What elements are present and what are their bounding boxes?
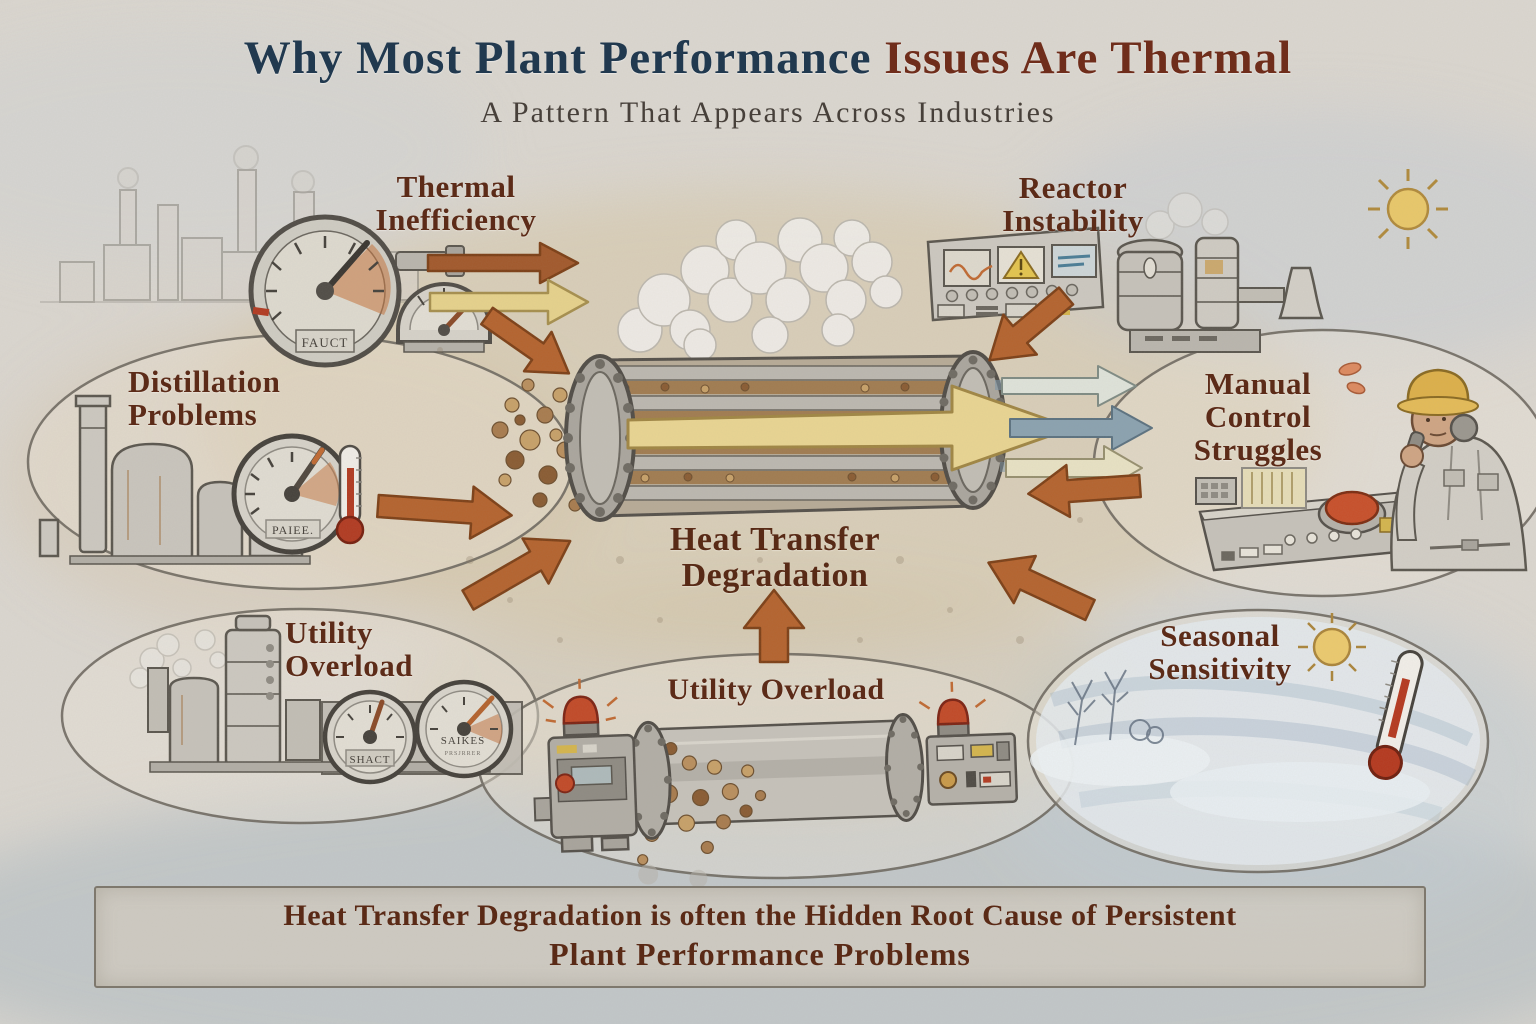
page-subtitle: A Pattern That Appears Across Industries <box>480 96 1056 129</box>
title-part-red: Issues Are Thermal <box>884 32 1293 84</box>
cause-label-utility-overload-left: Utility Overload <box>285 615 413 684</box>
cause-label-distillation-problems: Distillation Problems <box>128 364 281 433</box>
cause-label-utility-overload-center: Utility Overload <box>667 673 885 706</box>
banner-line-1: Heat Transfer Degradation is often the H… <box>283 899 1237 932</box>
cause-label-seasonal-sensitivity: Seasonal Sensitivity <box>1148 618 1292 687</box>
bottom-banner: Heat Transfer Degradation is often the H… <box>94 886 1426 988</box>
banner-line-2: Plant Performance Problems <box>549 936 971 972</box>
cause-label-thermal-inefficiency: Thermal Inefficiency <box>375 169 537 238</box>
title-part-blue: Why Most Plant Performance <box>243 32 885 84</box>
page-title: Why Most Plant Performance Issues Are Th… <box>244 33 1292 83</box>
cause-label-manual-control-struggles: Manual Control Struggles <box>1193 366 1323 468</box>
cause-label-reactor-instability: Reactor Instability <box>1002 170 1144 239</box>
center-label-heat-transfer-degradation: Heat Transfer Degradation <box>669 521 881 595</box>
